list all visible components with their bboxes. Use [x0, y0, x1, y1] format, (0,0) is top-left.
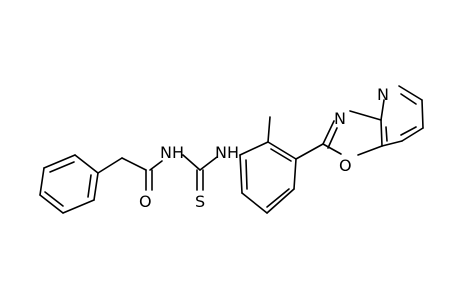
- carbonyl-oxygen-label: O: [139, 192, 152, 211]
- phenyl-ring: [39, 154, 99, 214]
- aryl-nh-label: NH: [215, 143, 239, 162]
- amide-nh-label: NH: [160, 143, 184, 162]
- thiourea-core: [182, 154, 218, 191]
- oxazole-nitrogen-label: N: [334, 109, 346, 128]
- atom-labels: O NH S NH N O N: [139, 85, 389, 211]
- oxazolopyridine: [295, 85, 424, 160]
- pyridine-nitrogen-label: N: [377, 85, 389, 104]
- methyl-bond: [267, 116, 271, 143]
- oxazole-oxygen-label: O: [339, 156, 352, 175]
- acyl-chain: [97, 157, 163, 191]
- thione-sulfur-label: S: [195, 192, 205, 211]
- benzene-ring: [239, 141, 297, 214]
